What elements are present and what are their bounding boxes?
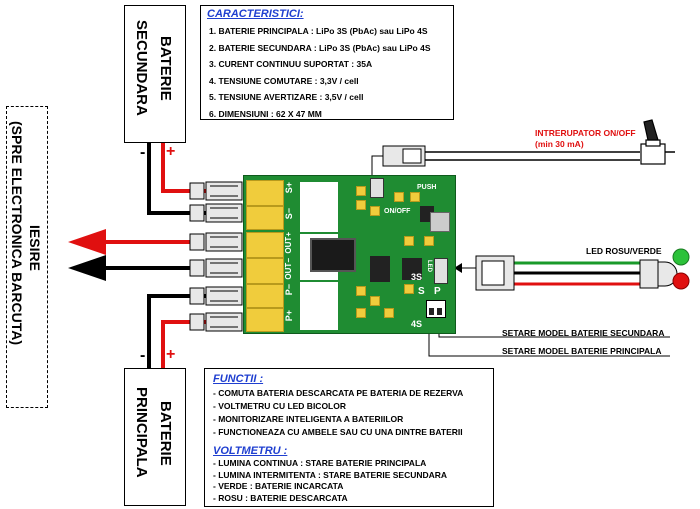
secondary-battery-plus: + bbox=[166, 143, 176, 160]
toggle-switch bbox=[640, 119, 666, 165]
smd-pad bbox=[370, 296, 380, 306]
voltmeter-item: - LUMINA CONTINUA : STARE BATERIE PRINCI… bbox=[213, 458, 427, 468]
power-component bbox=[310, 238, 356, 272]
smd-pad bbox=[424, 236, 434, 246]
function-item: - MONITORIZARE INTELIGENTA A BATERIILOR bbox=[213, 414, 404, 424]
led-label: LED ROSU/VERDE bbox=[586, 246, 662, 256]
pad-p-minus bbox=[246, 284, 284, 308]
primary-battery-minus: - bbox=[140, 347, 146, 364]
pin-label-s-plus: S+ bbox=[284, 182, 294, 194]
wire-connectors bbox=[189, 181, 243, 332]
switch-label: INTRERUPATOR ON/OFF (min 30 mA) bbox=[535, 128, 636, 150]
led-header bbox=[434, 258, 448, 284]
secondary-battery-label-1: BATERIE bbox=[157, 36, 174, 101]
primary-battery-plus: + bbox=[166, 346, 176, 363]
spec-item: 2. BATERIE SECUNDARA : LiPo 3S (PbAc) sa… bbox=[209, 42, 431, 53]
dip-toggle-primary[interactable] bbox=[437, 308, 442, 315]
pin-label-p-plus: P+ bbox=[284, 310, 294, 322]
smd-pad bbox=[394, 192, 404, 202]
dip-switch[interactable] bbox=[426, 300, 446, 318]
voltmeter-item: - ROSU : BATERIE DESCARCATA bbox=[213, 492, 348, 503]
ic-chip-main bbox=[370, 256, 390, 282]
pcb-led-label: LED bbox=[426, 260, 432, 272]
pad-out-minus bbox=[246, 258, 284, 284]
output-label-subtitle: (SPRE ELECTRONICA BARCUTA) bbox=[9, 121, 25, 345]
smd-pad bbox=[356, 308, 366, 318]
function-item: - VOLTMETRU CU LED BICOLOR bbox=[213, 401, 346, 411]
pcb-onoff-label: ON/OFF bbox=[384, 208, 411, 215]
function-item: - FUNCTIONEAZA CU AMBELE SAU CU UNA DINT… bbox=[213, 427, 463, 437]
pin-label-out-minus: OUT− bbox=[284, 258, 293, 280]
mosfet-top bbox=[300, 182, 338, 232]
pad-p-plus bbox=[246, 308, 284, 332]
output-plus-arrow bbox=[68, 229, 106, 255]
switch-header bbox=[370, 178, 384, 198]
functions-title: FUNCTII : bbox=[213, 373, 264, 385]
voltmeter-item: - VERDE : BATERIE INCARCATA bbox=[213, 481, 344, 491]
spec-item: 5. TENSIUNE AVERTIZARE : 3,5V / cell bbox=[209, 92, 364, 102]
smd-pad bbox=[370, 206, 380, 216]
smd-pad bbox=[410, 192, 420, 202]
mosfet-bottom bbox=[300, 282, 338, 330]
smd-pad bbox=[356, 186, 366, 196]
output-label-box: IESIRE (SPRE ELECTRONICA BARCUTA) bbox=[6, 106, 48, 408]
pcb-push-label: PUSH bbox=[417, 184, 437, 191]
pad-out-plus bbox=[246, 232, 284, 258]
primary-battery-label-1: BATERIE bbox=[157, 401, 174, 466]
pin-label-s-minus: S− bbox=[284, 208, 294, 220]
dip-toggle-secondary[interactable] bbox=[429, 308, 434, 315]
pcb-p-mark: P bbox=[434, 286, 441, 297]
pcb-board: S+ S− OUT+ OUT− P− P+ PUSH ON/OFF LED S … bbox=[243, 175, 456, 334]
pcb-s-mark: S bbox=[418, 286, 425, 297]
spec-item: 4. TENSIUNE COMUTARE : 3,3V / cell bbox=[209, 75, 359, 86]
pad-s-minus bbox=[246, 206, 284, 230]
smd-pad bbox=[404, 284, 414, 294]
primary-battery: BATERIE PRINCIPALA bbox=[124, 368, 186, 506]
specs-panel: CARACTERISTICI: 1. BATERIE PRINCIPALA : … bbox=[200, 5, 454, 120]
smd-pad bbox=[384, 308, 394, 318]
secondary-battery-minus-wire bbox=[147, 143, 207, 215]
functions-panel: FUNCTII : - COMUTA BATERIA DESCARCATA PE… bbox=[204, 368, 494, 507]
bicolor-led bbox=[639, 259, 678, 289]
ic-chip-right bbox=[402, 258, 422, 280]
dip-secondary-label: SETARE MODEL BATERIE SECUNDARA bbox=[502, 328, 665, 338]
pin-label-out-plus: OUT+ bbox=[284, 232, 293, 254]
pad-s-plus bbox=[246, 180, 284, 206]
smd-pad bbox=[356, 200, 366, 210]
spec-item: 1. BATERIE PRINCIPALA : LiPo 3S (PbAc) s… bbox=[209, 26, 428, 36]
smd-pad bbox=[356, 286, 366, 296]
secondary-battery-minus: - bbox=[140, 144, 146, 161]
specs-title: CARACTERISTICI: bbox=[207, 8, 304, 20]
spec-item: 6. DIMENSIUNI : 62 X 47 MM bbox=[209, 108, 322, 119]
switch-label-title: INTRERUPATOR ON/OFF bbox=[535, 128, 636, 138]
led-green-indicator bbox=[672, 248, 690, 266]
led-red-indicator bbox=[672, 272, 690, 290]
smd-pad bbox=[404, 236, 414, 246]
primary-battery-label-2: PRINCIPALA bbox=[133, 387, 150, 478]
capacitor-large bbox=[430, 212, 450, 232]
primary-battery-minus-wire bbox=[147, 294, 207, 368]
pcb-4s-mark: 4S bbox=[411, 319, 423, 329]
voltmeter-item: - LUMINA INTERMITENTA : STARE BATERIE SE… bbox=[213, 469, 448, 480]
dip-primary-label: SETARE MODEL BATERIE PRINCIPALA bbox=[502, 346, 662, 356]
secondary-battery-label-2: SECUNDARA bbox=[133, 20, 150, 116]
voltmeter-title: VOLTMETRU : bbox=[213, 445, 288, 457]
output-label-title: IESIRE bbox=[27, 225, 43, 271]
switch-label-note: (min 30 mA) bbox=[535, 139, 584, 149]
pin-label-p-minus: P− bbox=[284, 284, 294, 296]
secondary-battery: BATERIE SECUNDARA bbox=[124, 5, 186, 143]
pcb-3s-mark: 3S bbox=[411, 272, 423, 282]
function-item: - COMUTA BATERIA DESCARCATA PE BATERIA D… bbox=[213, 388, 464, 398]
output-minus-arrow bbox=[68, 255, 106, 281]
spec-item: 3. CURENT CONTINUU SUPORTAT : 35A bbox=[209, 59, 373, 69]
